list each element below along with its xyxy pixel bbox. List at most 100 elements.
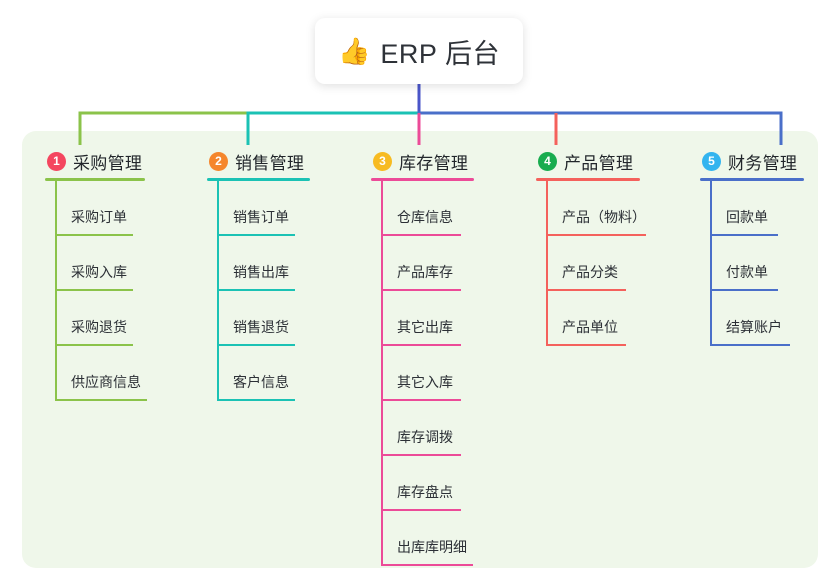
column-rule-1 — [45, 178, 145, 181]
list-item[interactable]: 付款单 — [710, 236, 804, 291]
column-badge-4: 4 — [538, 151, 557, 171]
list-item[interactable]: 销售退货 — [217, 291, 310, 346]
list-item[interactable]: 采购订单 — [55, 181, 145, 236]
column-badge-1: 1 — [47, 151, 66, 171]
list-item[interactable]: 仓库信息 — [381, 181, 474, 236]
list-item-rule — [381, 234, 461, 236]
list-item-label: 库存调拨 — [397, 429, 453, 445]
column-items-3: 仓库信息产品库存其它出库其它入库库存调拨库存盘点出库库明细 — [381, 181, 474, 566]
list-item[interactable]: 采购入库 — [55, 236, 145, 291]
column-header-3[interactable]: 3 库存管理 — [371, 148, 474, 174]
list-item-label: 采购退货 — [71, 319, 127, 335]
root-node[interactable]: 👍 ERP 后台 — [315, 18, 523, 84]
list-item-rule — [217, 289, 295, 291]
column-spine-3 — [381, 181, 383, 566]
list-item-label: 产品（物料） — [562, 209, 646, 225]
list-item[interactable]: 采购退货 — [55, 291, 145, 346]
list-item-label: 回款单 — [726, 209, 768, 225]
column-rule-4 — [536, 178, 640, 181]
list-item-rule — [710, 234, 778, 236]
list-item-rule — [710, 344, 790, 346]
column-badge-2: 2 — [209, 151, 228, 171]
list-item-label: 销售订单 — [233, 209, 289, 225]
list-item[interactable]: 客户信息 — [217, 346, 310, 401]
list-item[interactable]: 产品单位 — [546, 291, 640, 346]
column-spine-5 — [710, 181, 712, 346]
list-item[interactable]: 产品库存 — [381, 236, 474, 291]
list-item-rule — [217, 344, 295, 346]
list-item-rule — [710, 289, 778, 291]
column-3: 3 库存管理仓库信息产品库存其它出库其它入库库存调拨库存盘点出库库明细 — [371, 148, 474, 566]
list-item-label: 付款单 — [726, 264, 768, 280]
list-item[interactable]: 产品分类 — [546, 236, 640, 291]
list-item-label: 其它入库 — [397, 374, 453, 390]
list-item-label: 供应商信息 — [71, 374, 141, 390]
column-spine-2 — [217, 181, 219, 401]
list-item-rule — [546, 289, 626, 291]
column-badge-3: 3 — [373, 151, 392, 171]
list-item-rule — [381, 289, 461, 291]
column-items-5: 回款单付款单结算账户 — [710, 181, 804, 346]
list-item-label: 结算账户 — [726, 319, 782, 335]
column-header-1[interactable]: 1 采购管理 — [45, 148, 145, 174]
column-title-1: 采购管理 — [73, 153, 143, 173]
list-item-rule — [55, 234, 133, 236]
list-item-label: 仓库信息 — [397, 209, 453, 225]
column-title-4: 产品管理 — [564, 153, 634, 173]
list-item[interactable]: 销售订单 — [217, 181, 310, 236]
list-item[interactable]: 销售出库 — [217, 236, 310, 291]
root-title: ERP 后台 — [380, 38, 500, 69]
list-item-rule — [217, 399, 295, 401]
list-item-label: 产品分类 — [562, 264, 618, 280]
list-item[interactable]: 库存调拨 — [381, 401, 474, 456]
list-item-label: 其它出库 — [397, 319, 453, 335]
list-item[interactable]: 其它入库 — [381, 346, 474, 401]
column-title-5: 财务管理 — [728, 153, 798, 173]
list-item-rule — [546, 344, 626, 346]
list-item-rule — [55, 399, 147, 401]
list-item-label: 采购订单 — [71, 209, 127, 225]
list-item-label: 出库库明细 — [397, 539, 467, 555]
list-item-label: 产品单位 — [562, 319, 618, 335]
list-item[interactable]: 出库库明细 — [381, 511, 474, 566]
list-item-rule — [55, 344, 133, 346]
list-item-rule — [381, 564, 473, 566]
list-item-label: 库存盘点 — [397, 484, 453, 500]
column-spine-1 — [55, 181, 57, 401]
column-1: 1 采购管理采购订单采购入库采购退货供应商信息 — [45, 148, 147, 401]
list-item-rule — [381, 509, 461, 511]
list-item[interactable]: 其它出库 — [381, 291, 474, 346]
column-title-2: 销售管理 — [235, 153, 305, 173]
list-item[interactable]: 回款单 — [710, 181, 804, 236]
list-item[interactable]: 供应商信息 — [55, 346, 147, 401]
list-item-rule — [217, 234, 295, 236]
list-item-rule — [381, 399, 461, 401]
column-4: 4 产品管理产品（物料） 产品分类产品单位 — [536, 148, 646, 346]
list-item[interactable]: 产品（物料） — [546, 181, 646, 236]
column-spine-4 — [546, 181, 548, 346]
column-2: 2 销售管理销售订单销售出库销售退货客户信息 — [207, 148, 310, 401]
list-item[interactable]: 结算账户 — [710, 291, 804, 346]
diagram-panel — [22, 131, 818, 568]
column-items-4: 产品（物料） 产品分类产品单位 — [546, 181, 646, 346]
list-item-label: 销售出库 — [233, 264, 289, 280]
list-item[interactable]: 库存盘点 — [381, 456, 474, 511]
column-rule-2 — [207, 178, 310, 181]
column-title-3: 库存管理 — [399, 153, 469, 173]
column-items-2: 销售订单销售出库销售退货客户信息 — [217, 181, 310, 401]
list-item-rule — [381, 344, 461, 346]
list-item-label: 产品库存 — [397, 264, 453, 280]
list-item-rule — [381, 454, 461, 456]
list-item-label: 销售退货 — [233, 319, 289, 335]
list-item-rule — [55, 289, 133, 291]
list-item-rule — [546, 234, 646, 236]
column-rule-5 — [700, 178, 804, 181]
column-items-1: 采购订单采购入库采购退货供应商信息 — [55, 181, 147, 401]
column-badge-5: 5 — [702, 151, 721, 171]
column-header-5[interactable]: 5 财务管理 — [700, 148, 804, 174]
column-5: 5 财务管理回款单付款单结算账户 — [700, 148, 804, 346]
column-header-2[interactable]: 2 销售管理 — [207, 148, 310, 174]
column-rule-3 — [371, 178, 474, 181]
list-item-label: 采购入库 — [71, 264, 127, 280]
column-header-4[interactable]: 4 产品管理 — [536, 148, 640, 174]
